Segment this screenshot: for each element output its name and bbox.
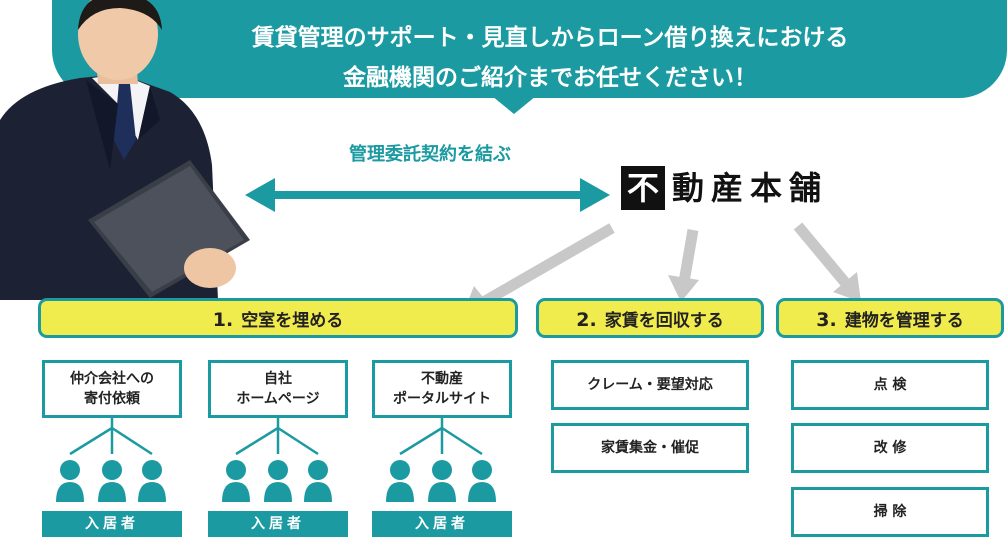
- speech-bubble-tail: [492, 96, 536, 114]
- section-title: 空室を埋める: [241, 310, 344, 331]
- section-1-header: 1. 空室を埋める: [38, 298, 518, 338]
- task-box-complaints: クレーム・要望対応: [551, 360, 749, 410]
- person-icon: [428, 460, 456, 502]
- bubble-text-line-2: 金融機関のご紹介までお任せください！: [343, 65, 757, 91]
- person-icon: [468, 460, 496, 502]
- brand-logo-mark: 不: [621, 166, 665, 210]
- person-icon: [222, 460, 250, 502]
- task-box-renovation: 改 修: [791, 423, 989, 473]
- person-icon: [98, 460, 126, 502]
- task-box-rent-collection: 家賃集金・催促: [551, 423, 749, 473]
- channel-box-agents: 仲介会社への 寄付依頼: [42, 360, 182, 418]
- double-arrow-icon: [245, 178, 610, 212]
- speech-bubble: [52, 0, 1007, 98]
- channel-box-portal: 不動産 ポータルサイト: [372, 360, 512, 418]
- section-number: 1.: [212, 308, 234, 331]
- residents-label: 入居者: [42, 511, 182, 537]
- person-icon: [138, 460, 166, 502]
- task-box-cleaning: 掃 除: [791, 487, 989, 537]
- channel-box-homepage: 自社 ホームページ: [208, 360, 348, 418]
- task-box-inspection: 点 検: [791, 360, 989, 410]
- person-icon: [56, 460, 84, 502]
- brand-name: 動産本舗: [672, 169, 829, 207]
- section-3-header: 3. 建物を管理する: [776, 298, 1004, 338]
- section-number: 2.: [576, 308, 597, 331]
- residents-label: 入居者: [372, 511, 512, 537]
- residents-label: 入居者: [208, 511, 348, 537]
- person-icon: [386, 460, 414, 502]
- arrow-to-section-2-icon: [668, 275, 699, 302]
- person-icon: [304, 460, 332, 502]
- section-2-header: 2. 家賃を回収する: [536, 298, 764, 338]
- person-icon: [264, 460, 292, 502]
- businessman-illustration: [0, 0, 250, 300]
- section-title: 家賃を回収する: [604, 310, 724, 331]
- bubble-text-line-1: 賃貸管理のサポート・見直しからローン借り換えにおける: [251, 25, 849, 51]
- arrow-to-section-3-icon: [833, 272, 861, 302]
- tenant-people-icons: [56, 418, 496, 502]
- section-number: 3.: [816, 308, 837, 331]
- contract-label: 管理委託契約を結ぶ: [349, 144, 511, 165]
- section-title: 建物を管理する: [844, 310, 964, 331]
